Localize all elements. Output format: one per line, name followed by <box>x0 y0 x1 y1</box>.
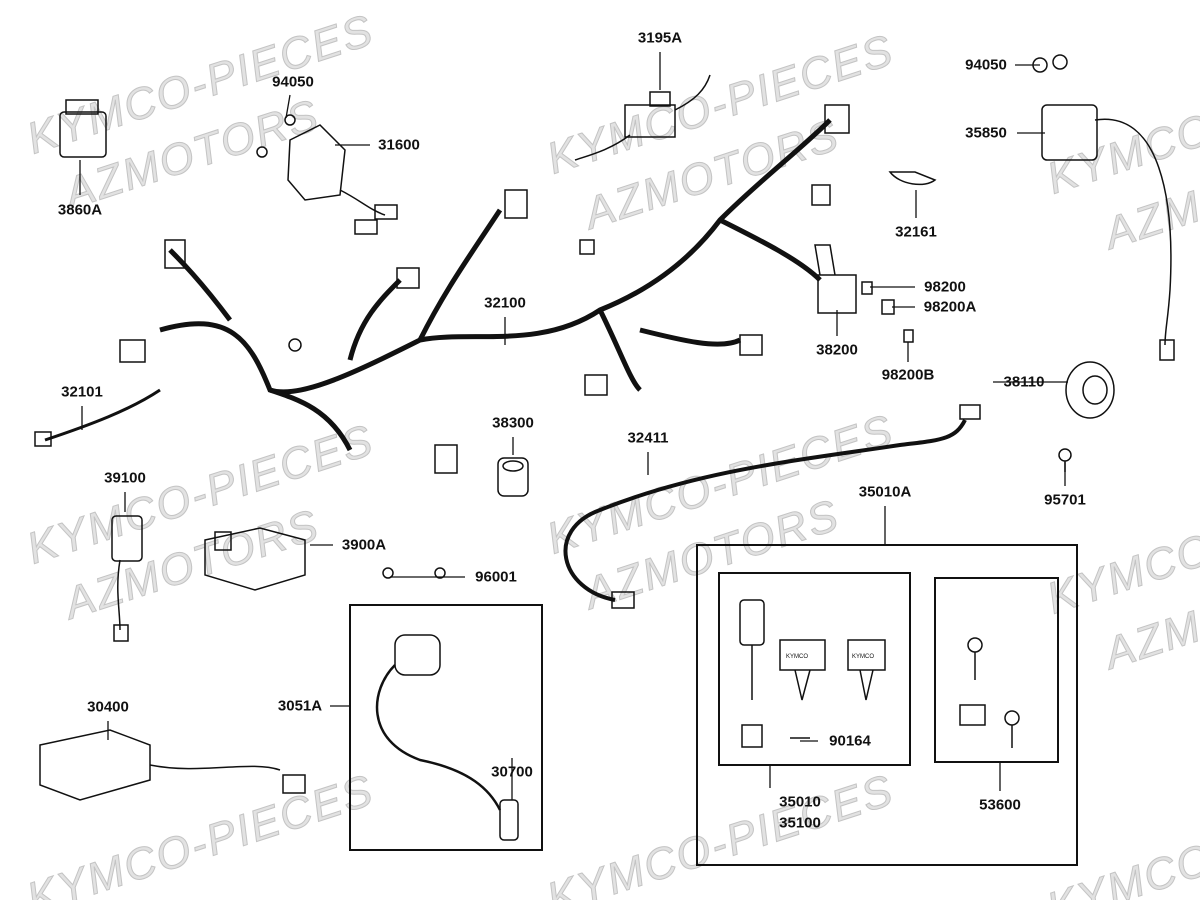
group-box-53600 <box>934 577 1059 763</box>
group-box-35010 <box>718 572 911 766</box>
battery-cable-32411 <box>563 404 981 609</box>
part-label-3860A[interactable]: 3860A <box>57 201 103 219</box>
bolt-95701 <box>1058 448 1072 472</box>
module-30400 <box>39 729 306 801</box>
part-label-96001[interactable]: 96001 <box>475 568 517 586</box>
relay-3860A <box>59 99 107 158</box>
part-label-3900A[interactable]: 3900A <box>341 536 387 554</box>
part-label-32161[interactable]: 32161 <box>895 223 937 241</box>
part-label-98200A[interactable]: 98200A <box>923 298 977 316</box>
group-box-3051A <box>349 604 543 851</box>
part-label-3195A[interactable]: 3195A <box>637 29 683 47</box>
part-label-94050[interactable]: 94050 <box>272 73 314 91</box>
regulator-31600 <box>256 114 398 235</box>
part-label-38300[interactable]: 38300 <box>492 414 534 432</box>
part-label-30700[interactable]: 30700 <box>491 763 533 781</box>
part-label-94050[interactable]: 94050 <box>965 56 1007 74</box>
group-box-35010A <box>696 544 1078 866</box>
part-label-95701[interactable]: 95701 <box>1044 491 1086 509</box>
horn-38110 <box>1065 361 1115 419</box>
module-3900A <box>204 527 306 591</box>
starter-relay-35850 <box>1032 54 1175 361</box>
part-label-35850[interactable]: 35850 <box>965 124 1007 142</box>
part-label-98200B[interactable]: 98200B <box>881 366 935 384</box>
key-set-53600 <box>959 637 1020 748</box>
ignition-switch-35010 <box>739 599 886 748</box>
part-label-53600[interactable]: 53600 <box>979 796 1021 814</box>
key-brand: KYMCO <box>852 654 874 660</box>
part-label-31600[interactable]: 31600 <box>378 136 420 154</box>
part-label-98200[interactable]: 98200 <box>924 278 966 296</box>
relay-39100 <box>111 515 143 642</box>
relay-38300 <box>497 457 529 497</box>
sub-harness-32101 <box>34 388 161 447</box>
part-label-38110[interactable]: 38110 <box>1003 373 1045 391</box>
key-brand: KYMCO <box>786 654 808 660</box>
part-label-30400[interactable]: 30400 <box>87 698 129 716</box>
part-label-32100[interactable]: 32100 <box>484 294 526 312</box>
part-label-35100[interactable]: 35100 <box>779 814 821 832</box>
clamp-32161 <box>888 171 937 186</box>
part-label-38200[interactable]: 38200 <box>816 341 858 359</box>
part-label-35010A[interactable]: 35010A <box>858 483 912 501</box>
part-label-39100[interactable]: 39100 <box>104 469 146 487</box>
fuse-box-38200 <box>814 244 914 343</box>
ignition-coil-3051A <box>375 634 519 841</box>
spark-plug-cap-30700 <box>499 799 519 841</box>
part-label-32101[interactable]: 32101 <box>61 383 103 401</box>
part-label-90164[interactable]: 90164 <box>829 732 871 750</box>
cdi-3195A <box>574 74 711 161</box>
leader-lines <box>79 52 1068 800</box>
main-harness-32100 <box>159 118 832 452</box>
part-label-3051A[interactable]: 3051A <box>277 697 323 715</box>
part-label-32411[interactable]: 32411 <box>627 429 669 447</box>
bolts-96001 <box>382 567 446 579</box>
part-label-35010[interactable]: 35010 <box>779 793 821 811</box>
harness-connectors <box>119 104 850 474</box>
